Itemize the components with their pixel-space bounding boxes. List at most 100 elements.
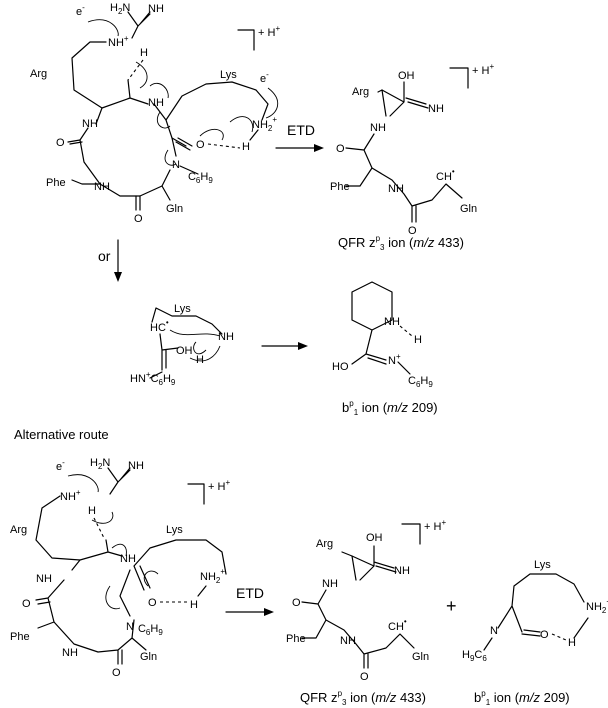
nh2-lys-bottom: NH2+: [200, 567, 225, 585]
nh-product-label: NH: [428, 103, 444, 115]
lys-side-chain-bottom: [119, 539, 227, 617]
qfr-product-backbone: [345, 133, 463, 223]
co-lys-bond: [175, 137, 193, 151]
macrocycle-bonds-bottom: [35, 539, 135, 665]
arg-product-bottom-bond: [341, 551, 357, 581]
n-c6h9-b1-bond: [397, 361, 411, 375]
electron-label: e-: [76, 3, 85, 18]
charge-bracket-product: [449, 67, 469, 89]
hn-plus-int-label: HN+C6H9: [130, 370, 176, 387]
b1-product: NH H HO N+ C6H9: [332, 281, 433, 389]
phe-label: Phe: [46, 177, 66, 189]
hc-radical-label: HC•: [150, 318, 169, 334]
hbond-lys: [207, 143, 241, 149]
lys-label: Lys: [220, 69, 237, 81]
phe-bond: [71, 179, 101, 185]
o-h-label: O: [196, 139, 205, 151]
b1-arrow: [261, 342, 308, 350]
h-int-label: H: [196, 354, 204, 366]
guanidine-bonds-bottom: [107, 467, 131, 495]
nh-bottom-label: NH: [94, 181, 110, 193]
nh-product-bottom-left: NH: [322, 578, 338, 590]
arg-product-bond: [377, 89, 387, 117]
arg-label: Arg: [30, 68, 47, 80]
etd-label-2: ETD: [236, 585, 264, 601]
lys-side-chain: [165, 81, 269, 147]
n-b1-bottom: N: [490, 625, 498, 637]
guanidine-bonds: [127, 11, 151, 39]
or-arrow: or: [98, 239, 122, 282]
nh-product-left: NH: [370, 122, 386, 134]
gln-product-label: Gln: [460, 203, 477, 215]
phe-product-label: Phe: [330, 181, 350, 193]
carbonyl-bonds: [67, 139, 141, 211]
guanidinium-nh-label: NH+: [108, 34, 129, 49]
guanidine-nh-bottom: NH: [128, 460, 144, 472]
oh-product-bottom: OH: [366, 532, 383, 544]
o-left-label: O: [56, 137, 65, 149]
charge-bracket-bottom: [187, 483, 205, 505]
curved-arrows-bottom: [67, 474, 159, 610]
nh-bottom-left: NH: [36, 573, 52, 585]
nh-h-b1-bottom: [573, 617, 589, 639]
plus-h-top: + H+: [258, 24, 280, 39]
top-reactant: e- H2N NH NH+ H Arg NH NH O O NH Phe Gln…: [30, 2, 280, 225]
charge-bracket-product-bottom: [401, 523, 421, 545]
electron-lys-label: e-: [260, 70, 269, 85]
phe-bottom-label: Phe: [10, 631, 30, 643]
plus-h-bottom: + H+: [208, 478, 230, 493]
n-h9c6-bond: [483, 637, 493, 651]
hbond-top: [127, 59, 144, 81]
b1-caption-bottom: bp1 ion (m/z 209): [474, 689, 570, 707]
h2n-label: H2N: [110, 2, 130, 16]
nh-ring-label: NH: [384, 316, 400, 328]
arg-side-chain: [71, 41, 107, 109]
curved-arrows-int: [169, 329, 221, 362]
arg-side-chain-bottom: [35, 495, 81, 561]
h-lys-label: H: [242, 141, 250, 153]
arg-bottom-label: Arg: [10, 524, 27, 536]
o-product-bottom-ring: O: [360, 671, 369, 683]
lactam-ring-bonds: [497, 573, 585, 637]
oh-product-label: OH: [398, 70, 415, 82]
b1-caption-top: bp1 ion (m/z 209): [342, 399, 438, 417]
n-c6h9-bond: [179, 165, 199, 175]
qfr-caption-top: QFR zp3 ion (m/z 433): [338, 234, 464, 252]
nh-product-bottom-right: NH: [394, 565, 410, 577]
h-lys-bottom: H: [190, 599, 198, 611]
qfr-product-bottom-backbone: [301, 589, 415, 669]
h9c6-label: H9C6: [462, 649, 487, 663]
o-bottom-left: O: [22, 598, 31, 610]
oh-int-label: OH: [176, 345, 193, 357]
etd-label-1: ETD: [287, 122, 315, 138]
hbond-bottom: [93, 517, 105, 539]
etd-arrow-1: ETD: [275, 122, 324, 152]
macrocycle-bonds: [79, 79, 177, 197]
amidine-bonds-bottom: [351, 545, 397, 581]
h-b1-label: H: [414, 334, 422, 346]
hbond-b1: [399, 325, 413, 337]
etd-arrow-2: ETD: [225, 585, 274, 616]
o-bottom-label: O: [134, 213, 143, 225]
hn-int-bond: [149, 371, 163, 379]
or-label: or: [98, 248, 111, 264]
piperidine-ring: [351, 281, 393, 331]
qfr-product-top: OH NH Arg NH O Phe NH O CH• Gln + H+: [330, 62, 494, 237]
lys-b1-bottom-label: Lys: [534, 559, 551, 571]
gln-bottom-bond: [131, 637, 147, 651]
ho-b1-label: HO: [332, 361, 349, 373]
lys-int-bonds: [151, 307, 223, 371]
arg-product-bottom: Arg: [316, 538, 333, 550]
phe-bottom-bond: [37, 621, 55, 629]
curved-arrows-top: [135, 61, 254, 166]
b1-product-bottom: Lys NH2+ N O H H9C6: [462, 559, 608, 663]
qfr-product-bottom: OH NH Arg NH O Phe NH O CH• Gln + H+: [286, 518, 446, 683]
lys-bottom-label: Lys: [166, 524, 183, 536]
o-lys-bottom: O: [148, 597, 157, 609]
electron-bottom-label: e-: [56, 458, 65, 473]
nh-int-label: NH: [218, 331, 234, 343]
o-product-bottom: O: [408, 225, 417, 237]
